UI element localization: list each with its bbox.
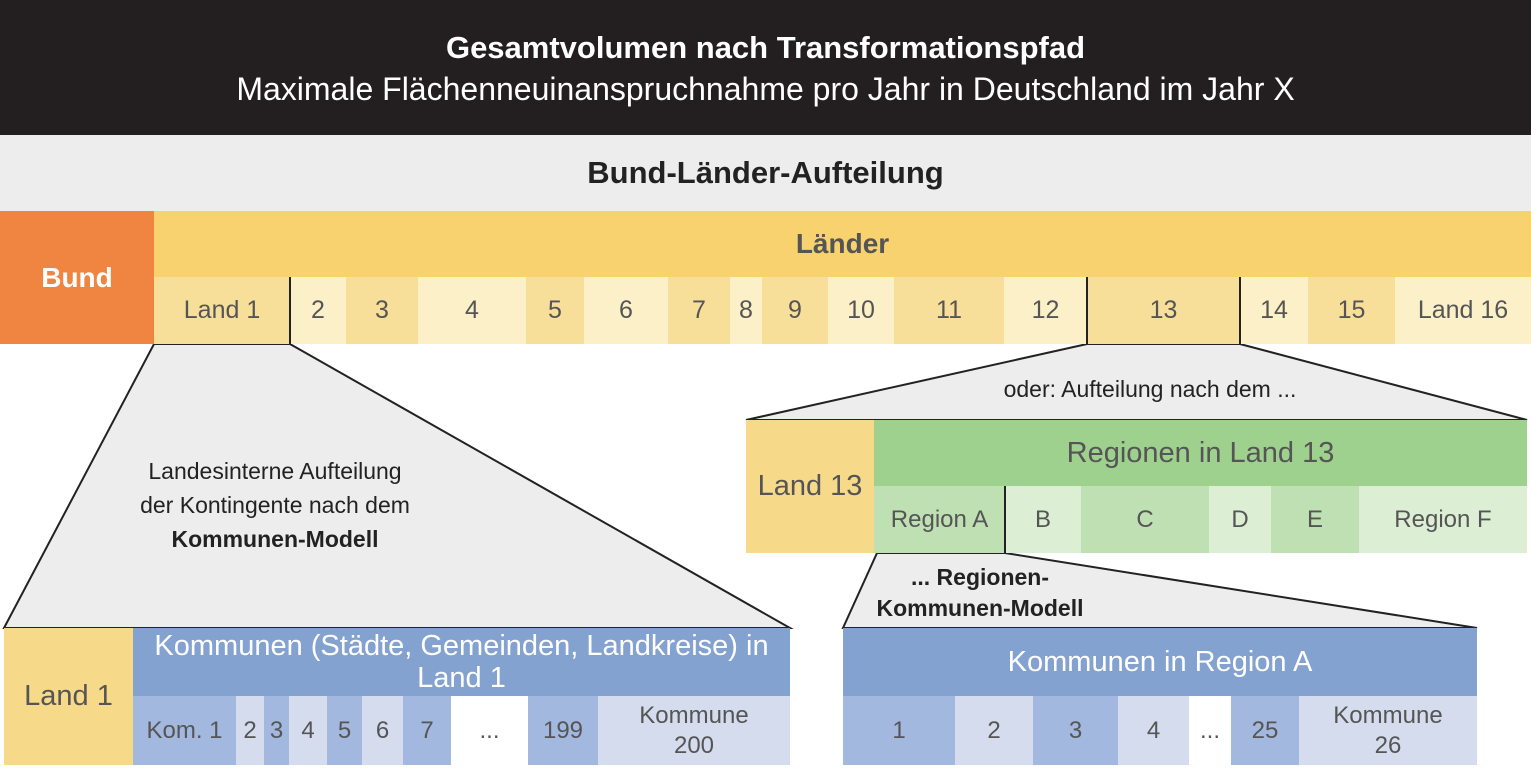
kommunen-model-label-line2: der Kontingente nach dem	[140, 492, 410, 518]
kommunen-model-label-line1: Landesinterne Aufteilung	[148, 458, 402, 484]
divider	[1239, 277, 1241, 344]
kommune-cell-ellipsis: ...	[451, 696, 528, 765]
region-cell: B	[1005, 486, 1081, 553]
kommune-cell: 2	[236, 696, 264, 765]
land-cell: 10	[828, 277, 894, 344]
bund-laender-heading: Bund-Länder-Aufteilung	[0, 135, 1531, 211]
region-kommune-cell: Kommune 26	[1299, 696, 1477, 765]
land-cell: 4	[418, 277, 526, 344]
divider	[289, 277, 291, 344]
region-kommune-cell: 25	[1231, 696, 1299, 765]
land-cell: 11	[894, 277, 1004, 344]
land-cell: 8	[730, 277, 762, 344]
region-kommune-cell-ellipsis: ...	[1189, 696, 1231, 765]
region-cell: C	[1081, 486, 1209, 553]
kommune-cell: 5	[327, 696, 362, 765]
land-cell: 7	[668, 277, 730, 344]
land-cell: 14	[1240, 277, 1308, 344]
land-cell: Land 1	[154, 277, 290, 344]
land-cell: Land 16	[1395, 277, 1531, 344]
kommune-cell: Kommune 200	[598, 696, 790, 765]
region-cell: E	[1271, 486, 1359, 553]
region-kommune-cell: 1	[843, 696, 955, 765]
kommune-cell: Kom. 1	[133, 696, 236, 765]
land-cell: 6	[584, 277, 668, 344]
regionen-header: Regionen in Land 13	[874, 420, 1527, 486]
regionen-kommunen-label-line2: Kommunen-Modell	[876, 595, 1084, 621]
kommune-cell: 4	[289, 696, 327, 765]
laender-header: Länder	[154, 211, 1531, 277]
land-cell: 12	[1004, 277, 1087, 344]
land-cell: 5	[526, 277, 584, 344]
kommune-cell: 3	[264, 696, 289, 765]
kommunen-model-label: Landesinterne Aufteilung der Kontingente…	[110, 455, 440, 555]
kommunen-header: Kommunen (Städte, Gemeinden, Landkreise)…	[133, 628, 790, 696]
land-cell: 13	[1087, 277, 1240, 344]
land-cell: 3	[346, 277, 418, 344]
regionen-kommunen-model-label: ... Regionen- Kommunen-Modell	[850, 561, 1110, 625]
region-kommune-cell: 3	[1033, 696, 1118, 765]
title-band: Gesamtvolumen nach Transformationspfad M…	[0, 0, 1531, 135]
region-kommune-cell: 4	[1118, 696, 1189, 765]
region-kommunen-header: Kommunen in Region A	[843, 628, 1477, 696]
kommunen-fan-shape	[2, 343, 794, 629]
region-kommunen-fan-shape	[841, 552, 1478, 629]
land-cell: 2	[290, 277, 346, 344]
kommune-cell: 7	[403, 696, 451, 765]
land-cell: 15	[1308, 277, 1395, 344]
diagram-title: Gesamtvolumen nach Transformationspfad	[445, 29, 1086, 65]
regionen-or-label: oder: Aufteilung nach dem ...	[1003, 376, 1297, 402]
kommunen-model-label-line3: Kommunen-Modell	[171, 526, 379, 552]
kommune-cell: 6	[362, 696, 403, 765]
regionen-kommunen-label-line1: ... Regionen-	[911, 564, 1049, 590]
diagram-subtitle: Maximale Flächenneuinanspruchnahme pro J…	[236, 70, 1295, 107]
divider	[1086, 277, 1088, 344]
region-cell: D	[1209, 486, 1271, 553]
region-kommune-cell: 2	[955, 696, 1033, 765]
regionen-land-box: Land 13	[746, 420, 874, 553]
regionen-fan-shape	[745, 343, 1528, 421]
region-cell: Region A	[874, 486, 1005, 553]
kommunen-land-box: Land 1	[4, 628, 133, 765]
region-cell: Region F	[1359, 486, 1527, 553]
bund-box: Bund	[0, 211, 154, 344]
land-cell: 9	[762, 277, 828, 344]
divider	[1004, 486, 1006, 553]
kommune-cell: 199	[528, 696, 598, 765]
